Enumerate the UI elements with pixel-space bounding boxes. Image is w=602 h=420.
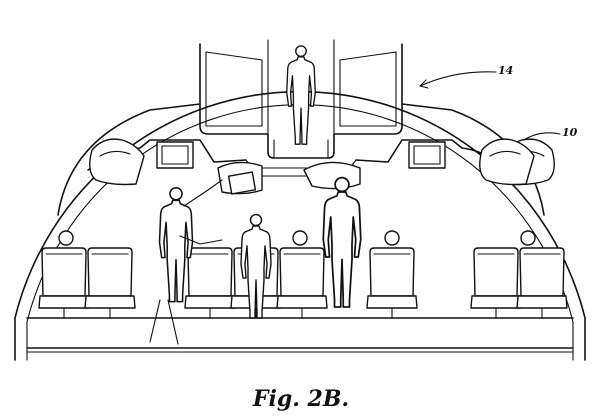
person-reaching: [158, 186, 194, 303]
svg-text:10: 10: [562, 126, 578, 139]
ceiling-panels: [87, 139, 515, 171]
seats: [38, 230, 568, 319]
figure-caption: Fig. 2B.: [252, 386, 350, 412]
ref-label-14: 14: [419, 64, 513, 89]
person-overhead: [286, 45, 316, 145]
people: [149, 45, 362, 345]
cabin-floor: [26, 317, 574, 353]
svg-text:14: 14: [498, 64, 513, 77]
person-aisle-tall: [322, 176, 362, 308]
ref-label-10: 10: [523, 126, 578, 141]
